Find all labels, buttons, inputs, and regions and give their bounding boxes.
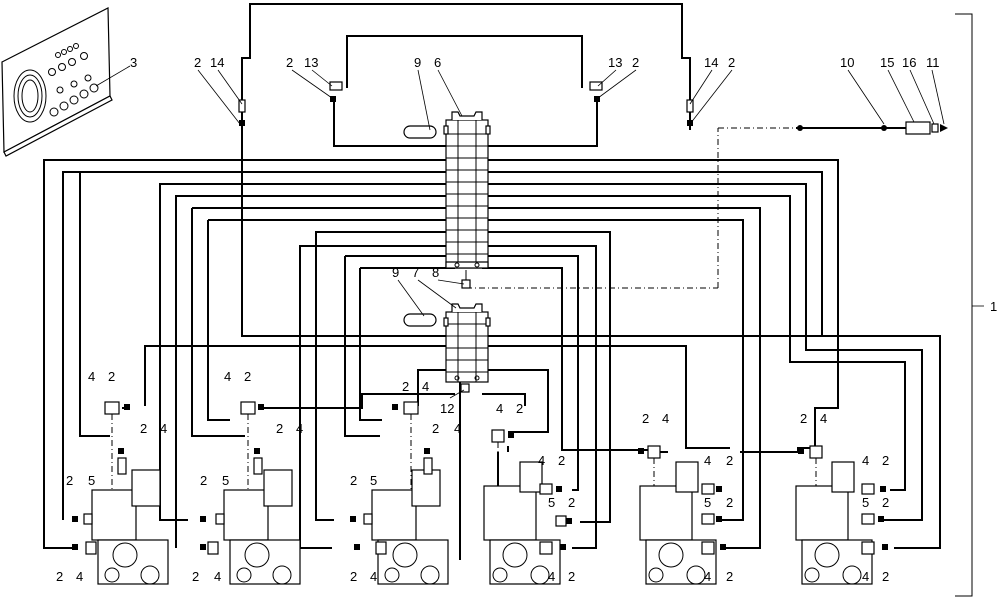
m6-callout-2d: 2 [882, 569, 889, 584]
filter-capsule [403, 125, 437, 327]
m6-callout-2b: 2 [882, 453, 889, 468]
m3-callout-4c: 4 [370, 569, 377, 584]
callout-13-left: 13 [304, 55, 318, 70]
callout-labels: 1 3 2 14 2 13 9 6 13 2 14 2 10 15 16 11 … [56, 55, 997, 584]
m4-callout-2a: 2 [516, 401, 523, 416]
callout-9-top: 9 [414, 55, 421, 70]
m1-callout-4a: 4 [88, 369, 95, 384]
m2-callout-4c: 4 [214, 569, 221, 584]
valve-module-1 [72, 401, 169, 585]
m4-callout-2b: 2 [558, 453, 565, 468]
callout-13-right: 13 [608, 55, 622, 70]
m5-callout-2b: 2 [726, 453, 733, 468]
callout-7: 7 [412, 265, 419, 280]
valve-module-2 [200, 401, 301, 585]
m3-callout-2b: 2 [432, 421, 439, 436]
m5-callout-2a: 2 [642, 411, 649, 426]
m2-callout-2d: 2 [192, 569, 199, 584]
m4-callout-2c: 2 [568, 495, 575, 510]
valve-module-3 [350, 401, 449, 585]
center-connectors [460, 127, 796, 393]
callout-6: 6 [434, 55, 441, 70]
callout-14-left: 14 [210, 55, 224, 70]
callout-2-topleft: 2 [286, 55, 293, 70]
upper-hose-loops [241, 3, 691, 147]
m3-callout-2c: 2 [350, 473, 357, 488]
m4-callout-4c: 4 [548, 569, 555, 584]
callout-16: 16 [902, 55, 916, 70]
callout-11: 11 [926, 55, 940, 70]
m6-callout-4b: 4 [862, 453, 869, 468]
m5-callout-2c: 2 [726, 495, 733, 510]
m3-callout-5: 5 [370, 473, 377, 488]
m1-callout-2b: 2 [140, 421, 147, 436]
m6-callout-5: 5 [862, 495, 869, 510]
leader-lines [95, 65, 945, 399]
callout-2-left: 2 [194, 55, 201, 70]
valve-module-6 [795, 445, 888, 585]
valve-module-5 [638, 445, 726, 585]
m4-callout-5: 5 [548, 495, 555, 510]
m3-callout-2a: 2 [402, 379, 409, 394]
callout-9-mid: 9 [392, 265, 399, 280]
callout-8: 8 [432, 265, 439, 280]
callout-2-right: 2 [728, 55, 735, 70]
callout-12: 12 [440, 401, 454, 416]
callout-3: 3 [130, 55, 137, 70]
m1-callout-4c: 4 [76, 569, 83, 584]
m2-callout-2c: 2 [200, 473, 207, 488]
callout-14-right: 14 [704, 55, 718, 70]
m3-callout-4b: 4 [454, 421, 461, 436]
callout-15: 15 [880, 55, 894, 70]
m2-callout-2a: 2 [244, 369, 251, 384]
m5-callout-5: 5 [704, 495, 711, 510]
m5-callout-2d: 2 [726, 569, 733, 584]
m2-callout-4b: 4 [296, 421, 303, 436]
m5-callout-4a: 4 [662, 411, 669, 426]
callout-2-topright: 2 [632, 55, 639, 70]
assembly-bracket [955, 13, 984, 597]
callout-10: 10 [840, 55, 854, 70]
valve-module-4 [483, 429, 572, 585]
sensor-cable [796, 121, 948, 135]
m6-callout-2a: 2 [800, 411, 807, 426]
m6-callout-4a: 4 [820, 411, 827, 426]
m5-callout-4b: 4 [704, 453, 711, 468]
m6-callout-4c: 4 [862, 569, 869, 584]
harness-loops [43, 130, 941, 560]
m5-callout-4c: 4 [704, 569, 711, 584]
top-fittings [238, 81, 694, 126]
m1-callout-2d: 2 [56, 569, 63, 584]
m6-callout-2c: 2 [882, 495, 889, 510]
callout-1: 1 [990, 299, 997, 314]
m1-callout-2c: 2 [66, 473, 73, 488]
m1-callout-5: 5 [88, 473, 95, 488]
m2-callout-5: 5 [222, 473, 229, 488]
manifold-lower [443, 303, 491, 383]
m3-callout-2d: 2 [350, 569, 357, 584]
m4-callout-2d: 2 [568, 569, 575, 584]
m2-callout-2b: 2 [276, 421, 283, 436]
m1-callout-2a: 2 [108, 369, 115, 384]
m4-callout-4a: 4 [496, 401, 503, 416]
control-panel [1, 7, 113, 157]
m4-callout-4b: 4 [538, 453, 545, 468]
m3-callout-4a: 4 [422, 379, 429, 394]
m2-callout-4a: 4 [224, 369, 231, 384]
manifold-upper [443, 111, 491, 269]
m1-callout-4b: 4 [160, 421, 167, 436]
